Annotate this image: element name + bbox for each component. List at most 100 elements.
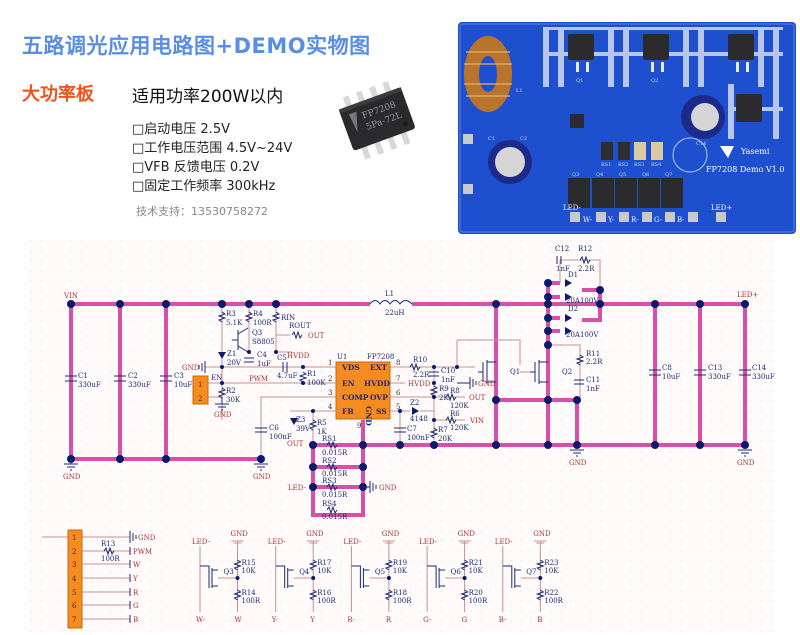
resistor-label: R14 [242,589,257,597]
feature-item: □固定工作频率 300kHz [132,179,276,194]
resistor-label: R16 [317,589,332,597]
component-label-r4: 100R [253,319,272,327]
ic-pin-number: 2 [328,375,332,383]
board-type-badge: 大功率板 [22,84,94,105]
component-label-c11: 1nF [586,385,600,393]
channel-output-label: B- [499,616,507,624]
channel-output-label: Y- [271,616,279,624]
net-label-vin: VIN [63,292,78,300]
pcb-demo-photo: Yasemi FP7208 Demo V1.0 LED- W- Y- R- G-… [458,22,796,234]
component-label-c12: 1nF [556,265,570,273]
resistor-value: 10K [544,567,559,575]
component-label-c8: 10uF [662,373,680,381]
pad-label: LED+ [711,204,732,212]
pad-label: W- [583,216,593,224]
resistor-symbol [384,559,394,601]
resistor-value: 10K [469,567,484,575]
component-label-c13: 330uF [708,373,731,381]
component-label-q2: Q2 [562,368,572,376]
component-label-c13: C13 [708,364,722,372]
ic-pin-label: GND [364,406,373,426]
net-label-gnd: GND [306,530,324,538]
component-label-r9: 2K [439,394,449,402]
diode-symbols [218,279,572,425]
feature-item: □工作电压范围 4.5V~24V [132,141,293,156]
component-label-c10: C10 [441,367,455,375]
resistor-value: 10K [242,567,257,575]
resistor-label: R21 [469,559,483,567]
component-label-r7: R7 [438,426,448,434]
channel-wires [199,540,244,612]
page-title: 五路调光应用电路图+DEMO实物图 [22,34,371,58]
net-label-led-plus: LED+ [737,291,758,299]
channel-wires [350,540,395,612]
chip-photo: FP7208 5Pa-72L [338,81,415,160]
silk-ref: C2 [520,136,527,142]
net-label-gnd: GND [214,411,232,419]
component-label-d1: D1 [568,271,578,279]
net-label-gnd: GND [533,530,551,538]
net-label-gnd: GND [379,484,397,492]
channel-output-label: G- [423,616,432,624]
pad-label: LED- [563,204,582,212]
component-label-c6: 100nF [269,433,292,441]
component-label-r5: 1K [317,428,327,436]
resistor-label: R17 [317,559,331,567]
component-label-c8: C8 [662,364,672,372]
component-label-r11: 2.2R [586,358,603,366]
net-label-out: OUT [287,440,304,448]
component-label-z3: Z3 [296,416,305,424]
ic-pin-number: 5 [396,403,400,411]
ic-pin-label: HVDD [364,379,390,388]
silk-ref: C1 [488,136,495,142]
silk-ref: Q1 [576,78,583,84]
net-label-gnd: GND [231,530,249,538]
channel-signal-label: Y [309,616,315,624]
pad-label: B- [677,216,685,224]
silk-ref: Q2 [651,78,658,84]
component-label-d1: 20A100V [566,297,599,305]
net-label-gnd: GND [182,364,200,372]
net-label-led-minus: LED- [343,538,362,546]
control-connector [67,529,83,629]
resistor-label: R20 [469,589,483,597]
resistor-label: R22 [544,589,558,597]
net-label-out: OUT [469,394,486,402]
net-label-gnd: GND [253,473,271,481]
control-connector-pin: 2 [72,548,76,556]
resistor-symbol [535,559,545,601]
component-label-r6: R6 [450,410,460,418]
channel-wires [426,540,471,612]
component-label-rs4: 0.015R [322,513,348,521]
control-signal-label: GND [138,534,156,542]
control-connector-pin: 6 [72,602,77,610]
ic-pin-number: 7 [396,375,400,383]
mosfet-symbol [200,565,218,588]
ic-pin-number: 1 [328,359,332,367]
component-label-rs1: 0.015R [322,449,348,457]
control-signal-label: PWM [133,548,152,556]
component-label-z2: Z2 [410,399,419,407]
net-label-gnd: GND [737,459,755,467]
pad-label: Y- [607,216,615,224]
component-label-c6: C6 [269,424,279,432]
pad-label: R- [631,216,639,224]
component-label-r6: 120K [450,424,469,432]
component-label-rs2: RS2 [322,457,337,465]
component-label-l1: L1 [385,290,394,298]
channel-wires [275,540,320,612]
net-label-gnd: GND [382,530,400,538]
component-label-rout: ROUT [289,322,311,330]
component-label-c3: 10uF [174,381,192,389]
component-label-c11: C11 [586,376,600,384]
ic-ref: U1 [337,353,347,361]
component-label-q3: S8805 [252,338,275,346]
control-connector-pin: 3 [72,561,76,569]
component-label-r3: 5.1K [226,319,243,327]
ic-u1 [335,361,391,420]
tech-support-contact: 技术支持：13530758272 [136,205,268,218]
component-label-r8: R8 [450,387,460,395]
component-label-r1: 100K [307,379,326,387]
resistor-label: R15 [242,559,256,567]
